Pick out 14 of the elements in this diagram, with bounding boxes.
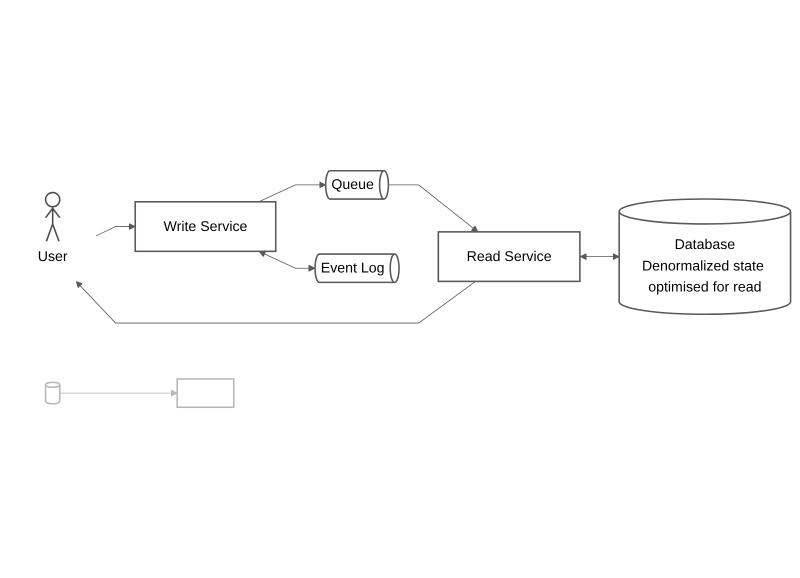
- node-text: Queue: [331, 176, 374, 192]
- node-box: [176, 378, 235, 408]
- node-box: Read Service: [438, 231, 581, 282]
- node-cylinder: [44, 382, 61, 405]
- arrow: [258, 250, 316, 272]
- node-text: User: [38, 248, 68, 264]
- arrow: [96, 223, 136, 236]
- arrow: [580, 253, 620, 260]
- node-text: Event Log: [320, 260, 384, 276]
- arrow: [388, 184, 478, 232]
- node-box: Write Service: [134, 201, 276, 252]
- arrow: [258, 181, 326, 202]
- arrow: [76, 281, 476, 324]
- arrow: [59, 390, 178, 397]
